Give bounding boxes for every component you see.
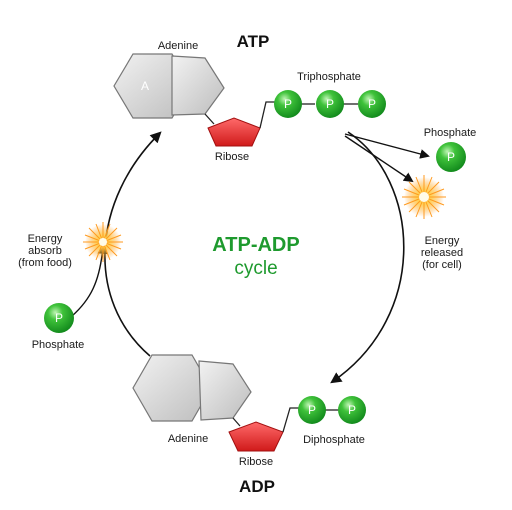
- energy-release-burst-icon: [402, 175, 446, 219]
- atp-bond-adenine-ribose: [204, 113, 215, 125]
- energy-release-arrow: [344, 135, 414, 183]
- energy-released-line-3: (for cell): [422, 259, 462, 271]
- atp-triphosphate-label: Triphosphate: [297, 71, 361, 83]
- energy-absorb-line-3: (from food): [18, 257, 72, 269]
- atp-adenine-ring-letter: A: [141, 79, 149, 93]
- adp-adenine-pentagon: [198, 360, 252, 421]
- adp-phosphate-1-letter: P: [308, 403, 316, 417]
- adp-adenine-label: Adenine: [168, 433, 208, 445]
- adp-phosphate-2-letter: P: [348, 403, 356, 417]
- atp-phosphate-2: [316, 90, 344, 118]
- atp-ribose-label: Ribose: [215, 151, 249, 163]
- cycle-title-line-1: ATP-ADP: [212, 234, 299, 256]
- released-phosphate-label: Phosphate: [424, 127, 477, 139]
- energy-released-line-1: Energy: [425, 235, 460, 247]
- energy-absorb-burst-icon: [83, 222, 123, 262]
- atp-adenine-pentagon: [171, 55, 225, 116]
- cycle-title-line-2: cycle: [234, 258, 277, 279]
- adp-molecule: P P: [132, 354, 366, 452]
- adp-bond-ribose-phosphate: [282, 407, 300, 433]
- absorbed-phosphate-letter: P: [55, 311, 63, 325]
- phosphate-release-arrow: [344, 133, 430, 159]
- atp-phosphate-1-letter: P: [284, 97, 292, 111]
- adp-diphosphate-label: Diphosphate: [303, 434, 365, 446]
- adp-bond-adenine-ribose: [232, 417, 241, 427]
- atp-phosphate-3-letter: P: [368, 97, 376, 111]
- energy-released-line-2: released: [421, 247, 463, 259]
- released-phosphate-letter: P: [447, 150, 455, 164]
- atp-adenine-label: Adenine: [158, 40, 198, 52]
- energy-absorb-line-2: absorb: [28, 245, 62, 257]
- cycle-arrow-right: [330, 131, 405, 384]
- absorbed-phosphate-circle: [44, 303, 74, 333]
- released-phosphate-circle: [436, 142, 466, 172]
- atp-phosphate-1: [274, 90, 302, 118]
- atp-title: ATP: [237, 32, 270, 51]
- atp-phosphate-3: [358, 90, 386, 118]
- adp-ribose-pentagon: [228, 421, 284, 452]
- atp-molecule: A P P P: [113, 53, 386, 147]
- atp-phosphate-2-letter: P: [326, 97, 334, 111]
- absorbed-phosphate-label: Phosphate: [32, 339, 85, 351]
- adp-ribose-label: Ribose: [239, 456, 273, 468]
- atp-ribose-pentagon: [207, 117, 261, 147]
- adp-phosphate-1: [298, 396, 326, 424]
- adp-title: ADP: [239, 477, 275, 496]
- adp-adenine-hexagon: [132, 354, 212, 422]
- energy-absorb-line-1: Energy: [28, 233, 63, 245]
- atp-bond-ribose-phosphate: [259, 101, 276, 129]
- adp-phosphate-2: [338, 396, 366, 424]
